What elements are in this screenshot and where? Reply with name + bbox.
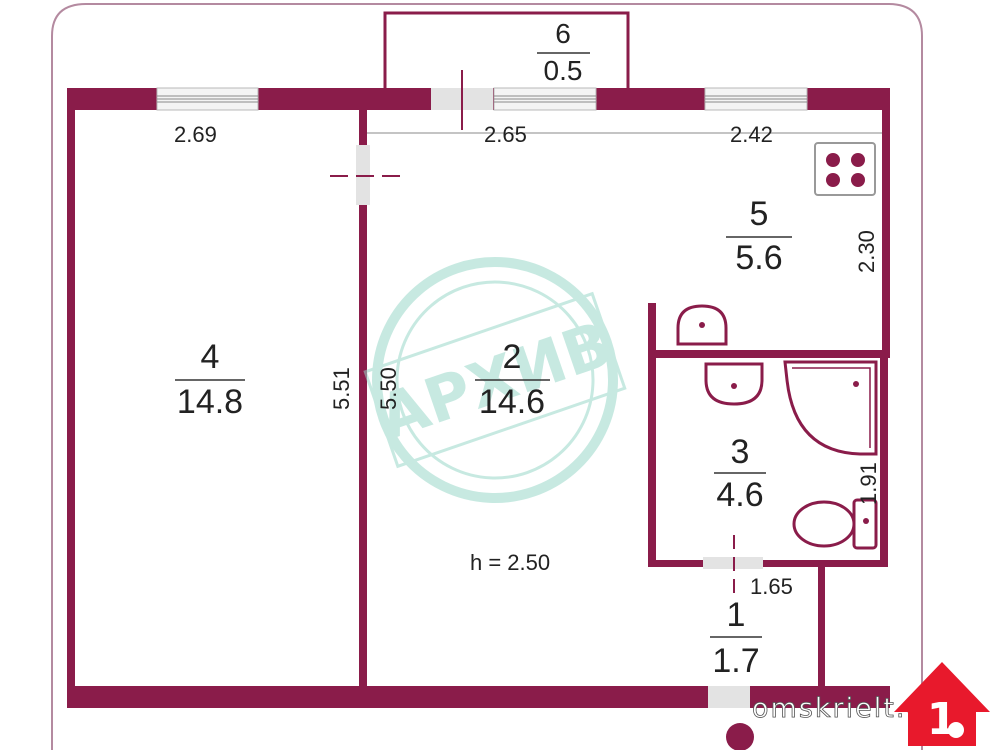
dim-kitchen-height: 2.30 xyxy=(854,230,879,273)
room-number: 3 xyxy=(731,433,750,471)
room-area: 4.6 xyxy=(716,476,763,514)
dim-room4-height: 5.51 xyxy=(329,367,354,410)
dim-room2-height: 5.50 xyxy=(376,367,401,410)
dim-hall-width: 1.65 xyxy=(750,574,793,599)
wall-room4-room2 xyxy=(359,110,367,688)
room-number: 6 xyxy=(555,18,571,49)
room-area: 14.6 xyxy=(479,383,545,421)
stove-icon xyxy=(814,142,876,196)
room-1-label: 1 1.7 xyxy=(710,596,762,680)
wall-right xyxy=(882,88,890,358)
svg-text:1: 1 xyxy=(927,694,958,745)
logo-house-icon: 1 xyxy=(894,662,990,746)
wall-bathroom-left xyxy=(648,303,656,565)
room-number: 5 xyxy=(750,195,769,233)
dim-top-left: 2.69 xyxy=(174,122,217,147)
room-area: 14.8 xyxy=(177,383,243,421)
balcony-outline xyxy=(383,11,630,93)
shower-icon xyxy=(783,360,878,456)
room-number: 1 xyxy=(727,596,746,634)
ceiling-height: h = 2.50 xyxy=(470,550,550,575)
stamp-banner xyxy=(363,291,627,469)
wall-bathroom-bottom xyxy=(648,560,888,567)
room-area: 5.6 xyxy=(735,239,782,277)
window-room4 xyxy=(156,87,259,111)
wall-hall-right xyxy=(818,565,825,690)
dim-bathroom-height: 1.91 xyxy=(856,462,881,505)
wall-bathroom-right xyxy=(880,350,888,565)
entrance-marker-icon xyxy=(726,723,754,750)
window-kitchen xyxy=(704,87,808,111)
room-number: 4 xyxy=(201,338,220,376)
wall-bathroom-top xyxy=(648,350,888,358)
toilet-icon xyxy=(792,498,878,550)
room-6-label: 6 0.5 xyxy=(537,18,590,86)
room-2-label: 2 14.6 xyxy=(475,338,550,421)
wall-left xyxy=(67,88,75,708)
room-number: 2 xyxy=(503,338,522,376)
wall-bottom xyxy=(67,686,890,708)
room-area: 0.5 xyxy=(544,55,583,86)
dim-top-right: 2.42 xyxy=(730,122,773,147)
room-3-label: 3 4.6 xyxy=(714,433,766,514)
page-frame xyxy=(51,3,923,750)
room-area: 1.7 xyxy=(712,642,759,680)
room-4-label: 4 14.8 xyxy=(175,338,245,421)
room-5-label: 5 5.6 xyxy=(726,195,792,277)
dim-top-middle: 2.65 xyxy=(484,122,527,147)
sink-icon xyxy=(676,304,764,406)
door-entrance xyxy=(708,686,750,708)
window-room2 xyxy=(493,87,597,111)
